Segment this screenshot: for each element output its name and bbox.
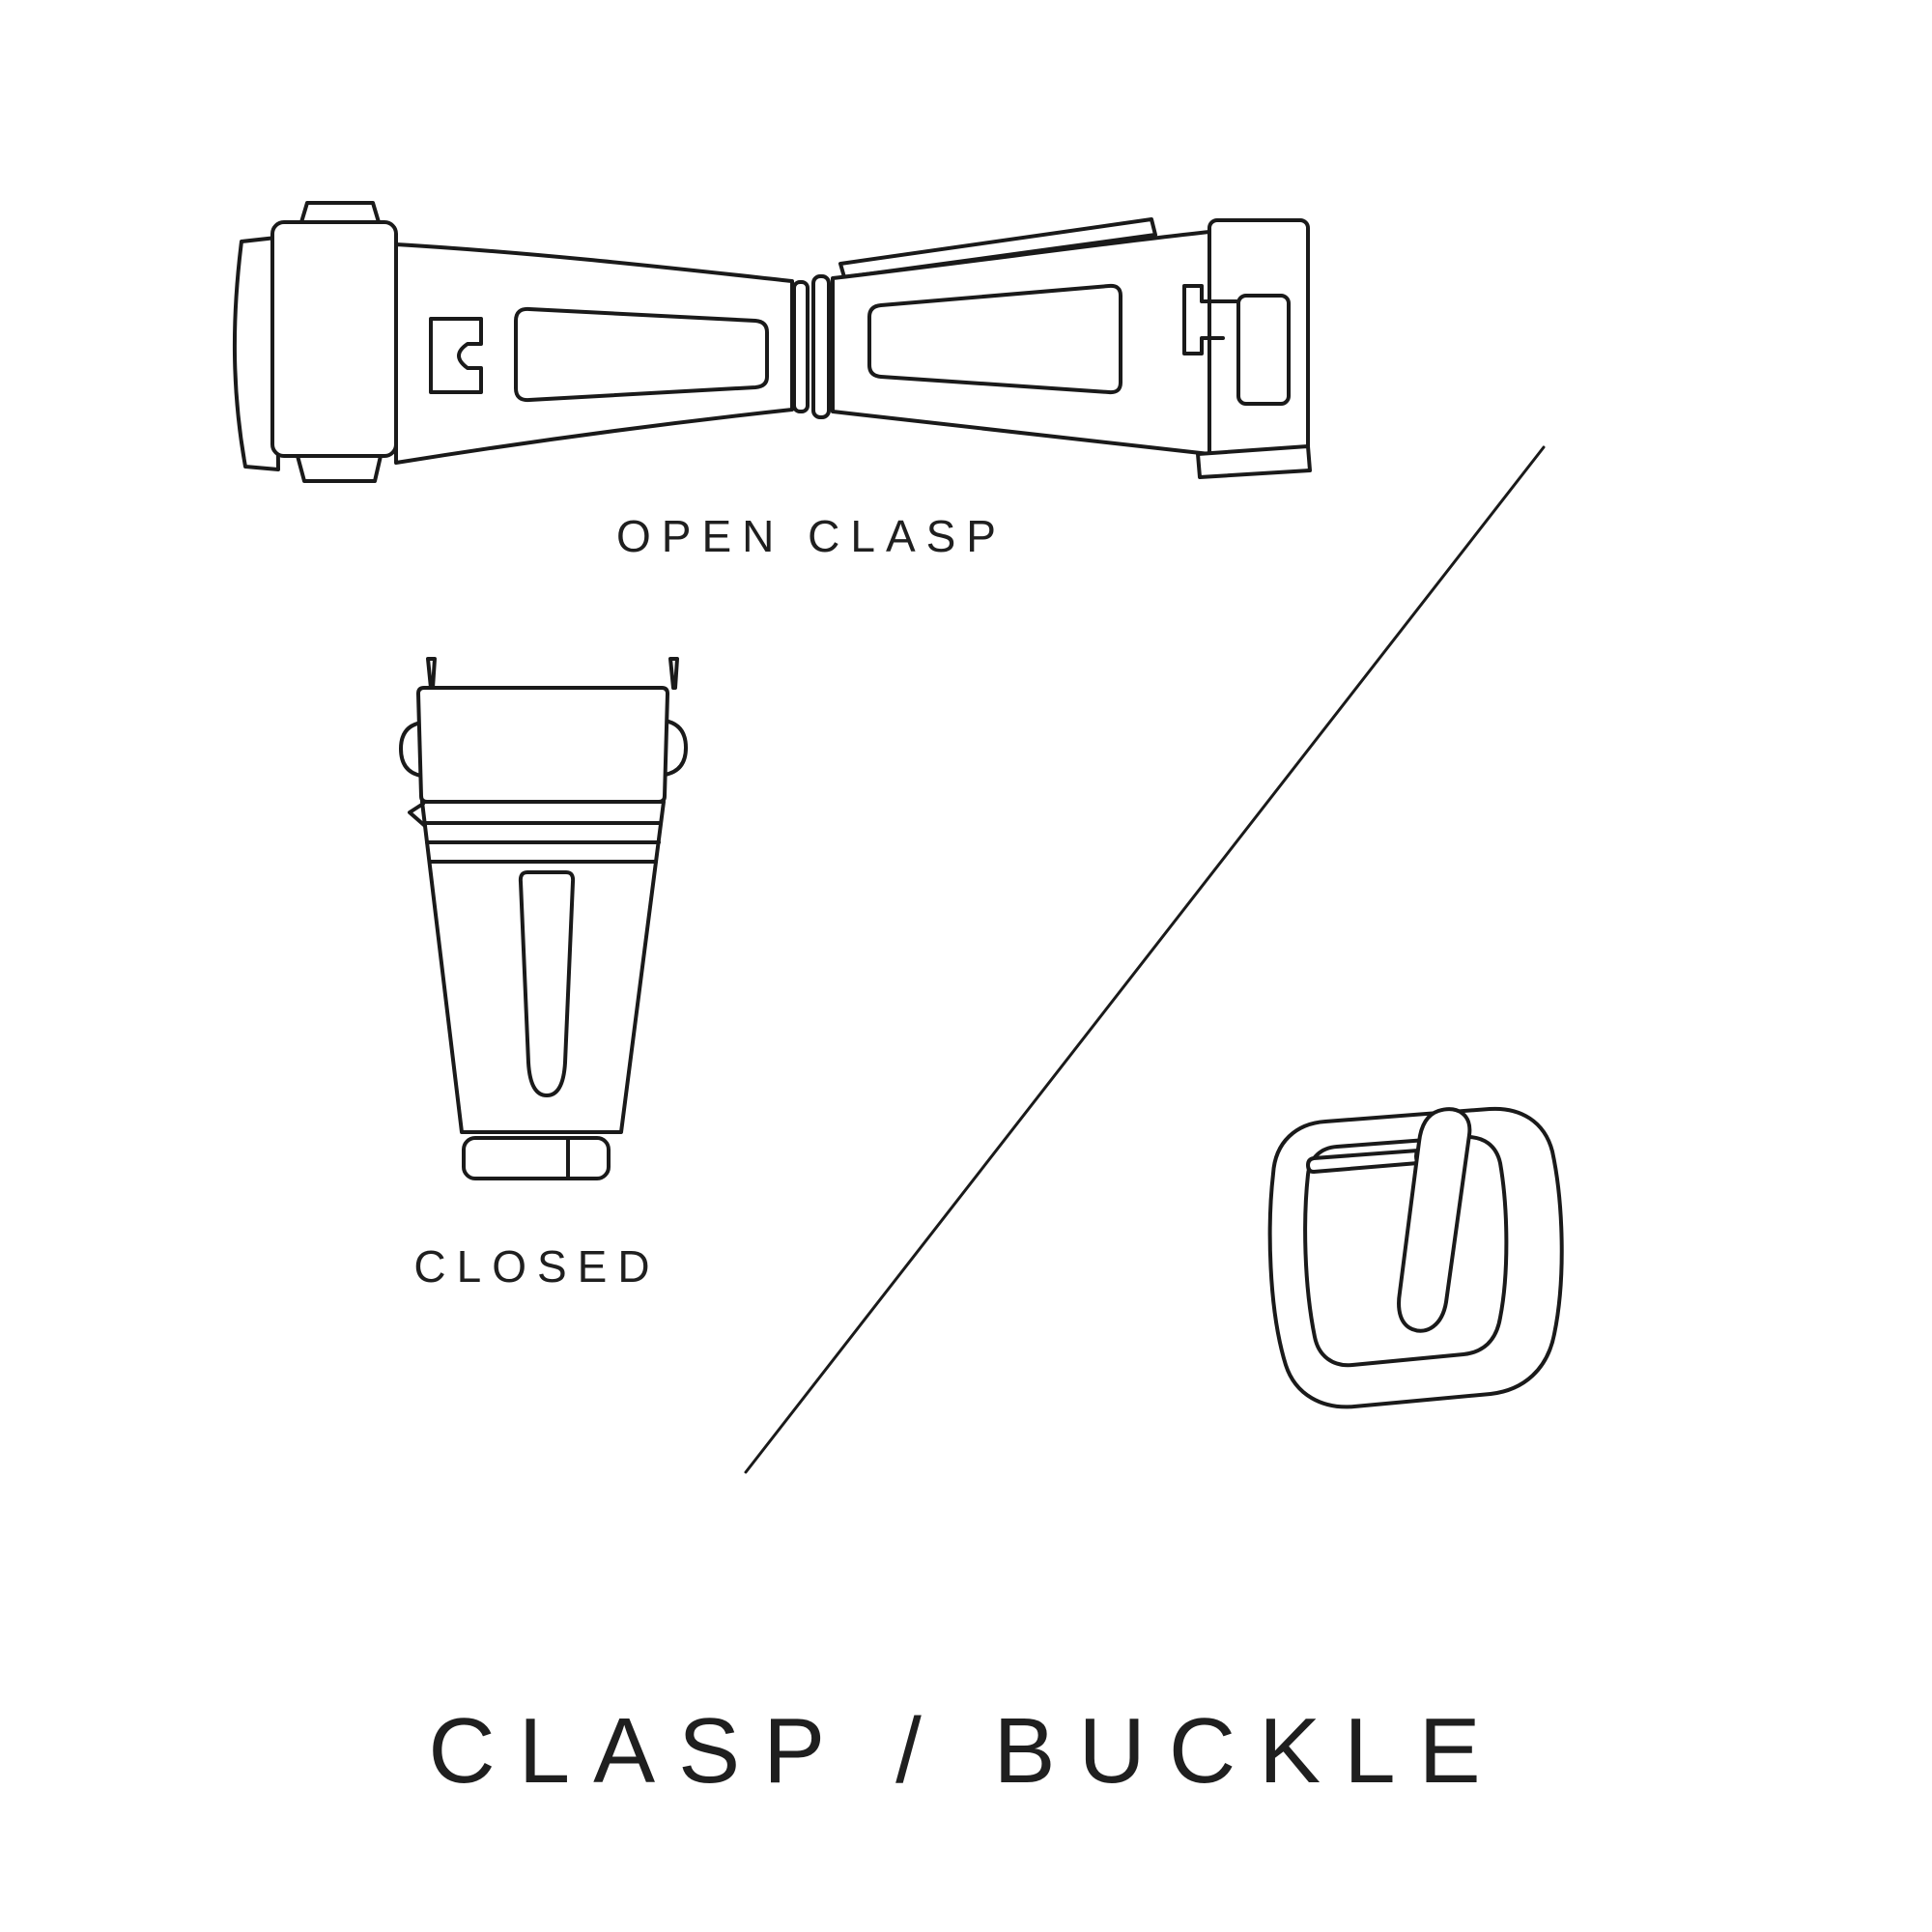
closed-clasp-illustration (399, 657, 688, 1180)
buckle-illustration (1267, 1106, 1564, 1409)
page-title: CLASP / BUCKLE (428, 1699, 1504, 1803)
open-clasp-label: OPEN CLASP (616, 511, 1007, 561)
open-clasp-illustration (232, 201, 1312, 483)
divider-line (744, 445, 1546, 1474)
closed-clasp-label: CLOSED (413, 1241, 661, 1292)
